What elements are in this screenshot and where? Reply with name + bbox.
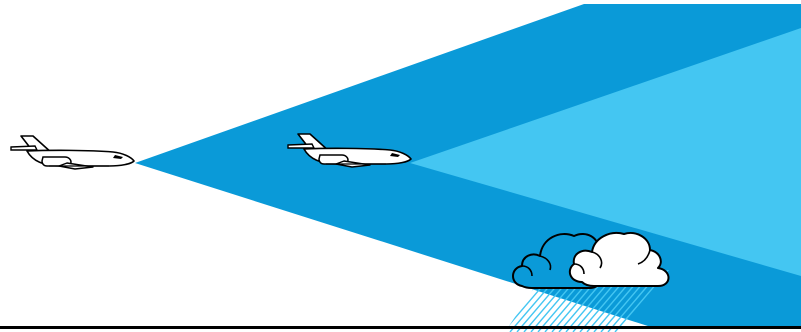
jet-aircraft-icon [11,136,134,169]
ground-line [0,326,801,329]
